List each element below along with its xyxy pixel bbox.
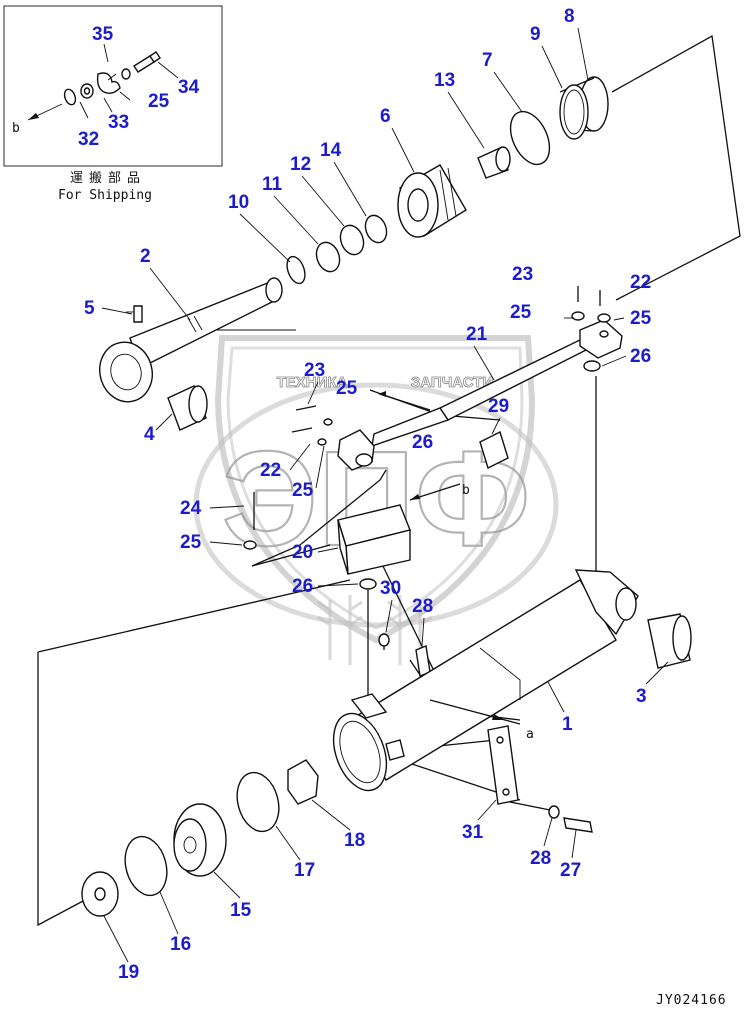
- label-18: 18: [344, 830, 365, 851]
- label-14: 14: [320, 140, 342, 161]
- label-10: 10: [228, 192, 249, 213]
- label-31: 31: [462, 822, 484, 843]
- label-20: 20: [292, 542, 313, 563]
- label-28-bottom: 28: [530, 848, 551, 869]
- ref-a: a: [526, 727, 534, 742]
- label-11: 11: [262, 174, 283, 195]
- watermark-line2: ЗАПЧАСТИ: [411, 374, 493, 391]
- part-16-ring: [124, 835, 168, 897]
- label-25-right-a: 25: [510, 302, 532, 323]
- part-21-tube: [371, 337, 591, 448]
- drawing-code: JY024166: [656, 993, 727, 1008]
- label-34: 34: [178, 77, 200, 98]
- part-17-ring: [236, 771, 280, 833]
- label-26-mid: 26: [292, 576, 313, 597]
- label-35: 35: [92, 24, 114, 45]
- label-7: 7: [482, 50, 493, 71]
- part-20-valve-block: [243, 492, 411, 590]
- part-27-28-bolt: [548, 805, 593, 833]
- label-15: 15: [230, 900, 252, 921]
- label-33: 33: [108, 112, 129, 133]
- label-21: 21: [466, 324, 488, 345]
- label-25-right-b: 25: [630, 308, 652, 329]
- label-30: 30: [380, 578, 401, 599]
- part-30-28-fittings: [378, 633, 431, 677]
- flange-block-top-right: [571, 286, 623, 372]
- inset-ref-b: b: [12, 121, 20, 136]
- label-26-left: 26: [412, 432, 433, 453]
- label-23-left: 23: [304, 360, 325, 381]
- flange-block-left: [291, 405, 375, 471]
- label-6: 6: [380, 106, 391, 127]
- part-19-washer: [81, 871, 119, 917]
- label-32: 32: [78, 129, 99, 150]
- label-24: 24: [180, 498, 202, 519]
- label-8: 8: [564, 6, 575, 27]
- part-4-bushing: [167, 385, 208, 431]
- part-1-cylinder: [332, 569, 639, 792]
- label-2: 2: [140, 246, 151, 267]
- inset-caption-en: For Shipping: [58, 188, 152, 203]
- part-31-bracket: [487, 725, 519, 805]
- label-3: 3: [636, 686, 647, 707]
- label-17: 17: [294, 860, 315, 881]
- label-9: 9: [530, 24, 541, 45]
- part-2-rod: [99, 277, 283, 403]
- part-3-bushing: [647, 613, 692, 669]
- part-13-bushing: [477, 146, 511, 179]
- label-25-left-b: 25: [292, 480, 314, 501]
- label-23-right: 23: [512, 264, 533, 285]
- part-labels: 8 9 7 13 6 14 12 11 10 2 5 4 23 22 25 25…: [84, 6, 652, 983]
- label-25-inset: 25: [148, 91, 170, 112]
- rings-10-11-12-14: [286, 214, 388, 285]
- label-25-left-a: 25: [336, 378, 358, 399]
- label-13: 13: [434, 70, 455, 91]
- leader-lines: [101, 27, 669, 963]
- part-8-9-bushings: [559, 76, 609, 140]
- shipping-inset: b 運搬部品 For Shipping 35 34 25 32 33: [3, 5, 223, 203]
- label-27: 27: [560, 860, 581, 881]
- label-16: 16: [170, 934, 191, 955]
- label-4: 4: [144, 424, 155, 445]
- label-29: 29: [488, 396, 509, 417]
- label-5: 5: [84, 298, 95, 319]
- watermark-line1: ТЕХНИКА: [277, 374, 348, 391]
- part-6-piston-head: [397, 164, 467, 238]
- label-25-left-c: 25: [180, 532, 202, 553]
- part-7-ring: [509, 110, 551, 166]
- part-18-nut: [287, 759, 319, 805]
- label-12: 12: [290, 154, 311, 175]
- part-15-piston: [173, 803, 227, 877]
- label-1: 1: [562, 714, 573, 735]
- part-29-clamp: [479, 431, 509, 469]
- label-26-right: 26: [630, 346, 651, 367]
- ref-b: b: [462, 483, 470, 498]
- ref-arrows: b a: [378, 391, 534, 742]
- label-19: 19: [118, 962, 139, 983]
- part-5-grease-nipple: [126, 305, 143, 323]
- label-22-right: 22: [630, 272, 651, 293]
- label-28-mid: 28: [412, 596, 433, 617]
- inset-caption-jp: 運搬部品: [70, 171, 146, 186]
- label-22-left: 22: [260, 460, 281, 481]
